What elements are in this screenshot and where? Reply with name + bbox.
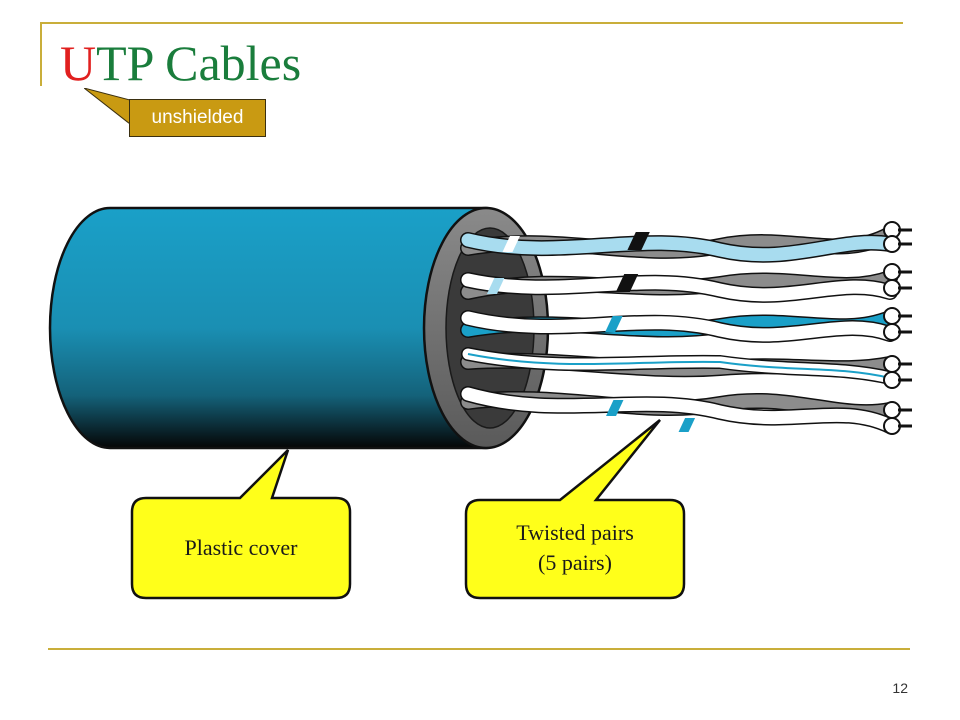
title-rest: TP Cables <box>96 35 302 91</box>
unshielded-callout: unshielded <box>129 99 266 137</box>
left-frame-line <box>40 22 42 86</box>
plastic-cover-callout: Plastic cover <box>130 449 352 600</box>
twisted-pair-3 <box>460 307 912 343</box>
twisted-pair-4 <box>460 347 912 389</box>
twisted-pair-1 <box>460 221 912 263</box>
twisted-pairs-label-line1: Twisted pairs <box>516 520 634 545</box>
twisted-pair-5 <box>460 386 912 435</box>
page-number: 12 <box>892 680 908 696</box>
twisted-pairs-label-line2: (5 pairs) <box>538 550 612 575</box>
top-frame-line <box>40 22 903 24</box>
title-first-letter: U <box>60 35 97 91</box>
slide-title: UTP Cables <box>60 38 301 88</box>
plastic-cover-label: Plastic cover <box>184 535 298 560</box>
twisted-pair-2 <box>460 263 912 303</box>
bottom-frame-line <box>48 648 910 650</box>
twisted-pairs-callout: Twisted pairs (5 pairs) <box>464 419 686 600</box>
